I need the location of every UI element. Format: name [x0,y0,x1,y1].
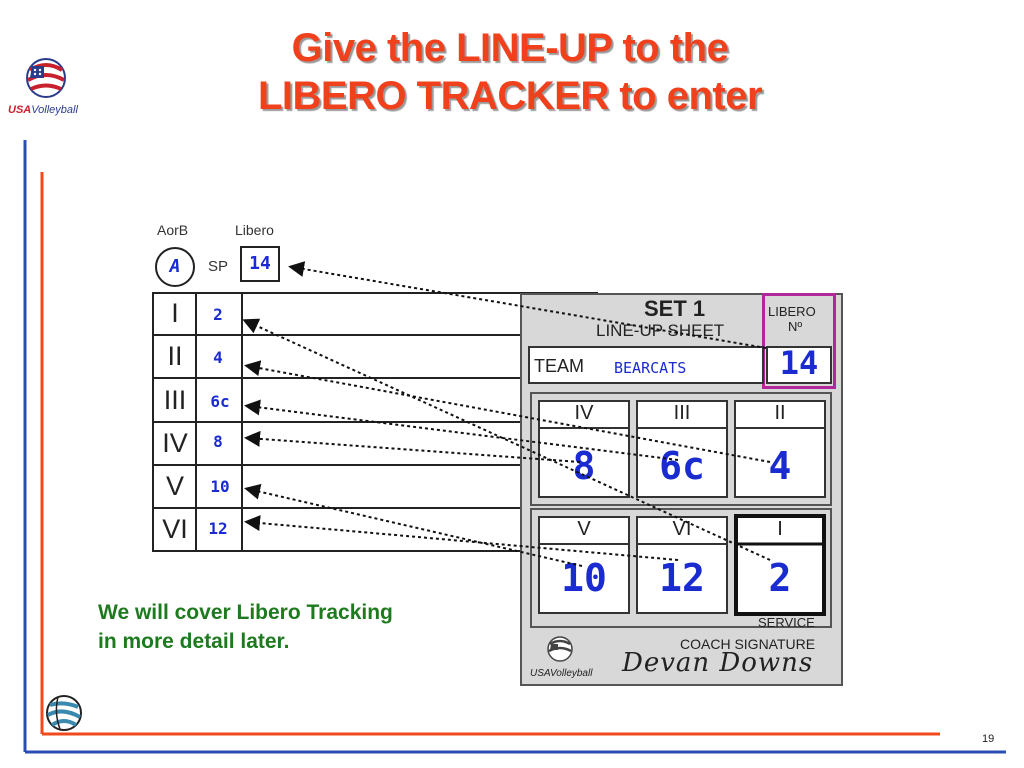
note-line-1: We will cover Libero Tracking [98,601,393,624]
sheet-libero-label: LIBERO [768,304,816,319]
logo-usa: USA [8,104,32,116]
position-box-iii [636,400,728,498]
row-3-player: 6c [210,392,230,411]
coach-signature-label: COACH SIGNATURE [680,636,816,652]
position-box-ii [734,400,826,498]
arrow-pos-ii [244,360,771,463]
arrow-pos-vi [244,515,679,561]
arrow-pos-iii [244,399,679,461]
note-line-2: in more detail later. [98,630,290,653]
team-circle [155,247,195,287]
team-row-box [528,346,764,384]
position-box-v [538,516,630,614]
pos-player-i: 2 [768,556,792,600]
pos-player-vi: 12 [659,556,705,600]
pos-roman-iii: III [673,402,691,424]
arrow-pos-v [244,483,583,567]
position-box-i [734,514,826,616]
coach-signature: Devan Downs [622,648,814,678]
aorb-label: AorB [157,222,189,238]
team-label: TEAM [534,356,585,376]
front-row-dividers [538,427,826,429]
team-name: BEARCATS [614,359,687,377]
row-5-roman: V [165,471,184,501]
row-4-roman: IV [162,428,188,458]
sp-label: SP [208,258,229,275]
team-letter: A [169,256,181,277]
libero-highlight-box [762,293,836,389]
pos-player-ii: 4 [768,444,792,488]
title-line-2: LIBERO TRACKER to enter [257,74,763,118]
sheet-footer-logo-icon [547,636,573,662]
row-1-player: 2 [213,305,223,324]
arrow-libero [288,261,767,349]
pos-roman-iv: IV [574,402,594,424]
usa-volleyball-logo-icon [26,58,66,98]
arrow-pos-i [242,318,771,561]
row-6-player: 12 [208,519,228,538]
pos-roman-i: I [777,518,783,540]
row-5-player: 10 [210,477,230,496]
sheet-libero-number: 14 [779,344,819,382]
libero-number-box [240,246,280,282]
sheet-footer-logo-text: USAVolleyball [530,668,593,679]
row-2-roman: II [167,341,183,371]
row-2-player: 4 [213,348,223,367]
pos-roman-v: V [577,518,591,540]
row-4-player: 8 [213,432,223,451]
position-box-vi [636,516,728,614]
back-row-dividers [538,542,826,546]
set-label: SET 1 [644,296,706,321]
slide-title: Give the LINE-UP to the LIBERO TRACKER t… [150,24,870,120]
position-box-iv [538,400,630,498]
page-number: 19 [982,733,995,745]
scoresheet-libero-number: 14 [249,253,271,274]
service-label: SERVICE [758,615,815,630]
logo-volleyball: Volleyball [31,104,78,116]
arrow-pos-iv [244,430,581,463]
sheet-libero-no-label: Nº [788,319,803,334]
front-row-block [530,392,832,506]
logo-wordmark: USAVolleyball [8,104,78,116]
sheet-libero-number-box [766,346,832,384]
row-6-roman: VI [162,514,188,544]
row-1-roman: I [171,298,179,328]
note-text: We will cover Libero Tracking in more de… [98,598,518,656]
libero-label: Libero [235,222,274,238]
pos-player-iii: 6c [659,444,705,488]
pos-roman-vi: VI [672,518,692,540]
back-row-block [530,508,832,628]
volleyball-icon [46,695,82,731]
pos-roman-ii: II [774,402,786,424]
row-3-roman: III [163,385,187,415]
title-line-1: Give the LINE-UP to the [291,26,729,70]
